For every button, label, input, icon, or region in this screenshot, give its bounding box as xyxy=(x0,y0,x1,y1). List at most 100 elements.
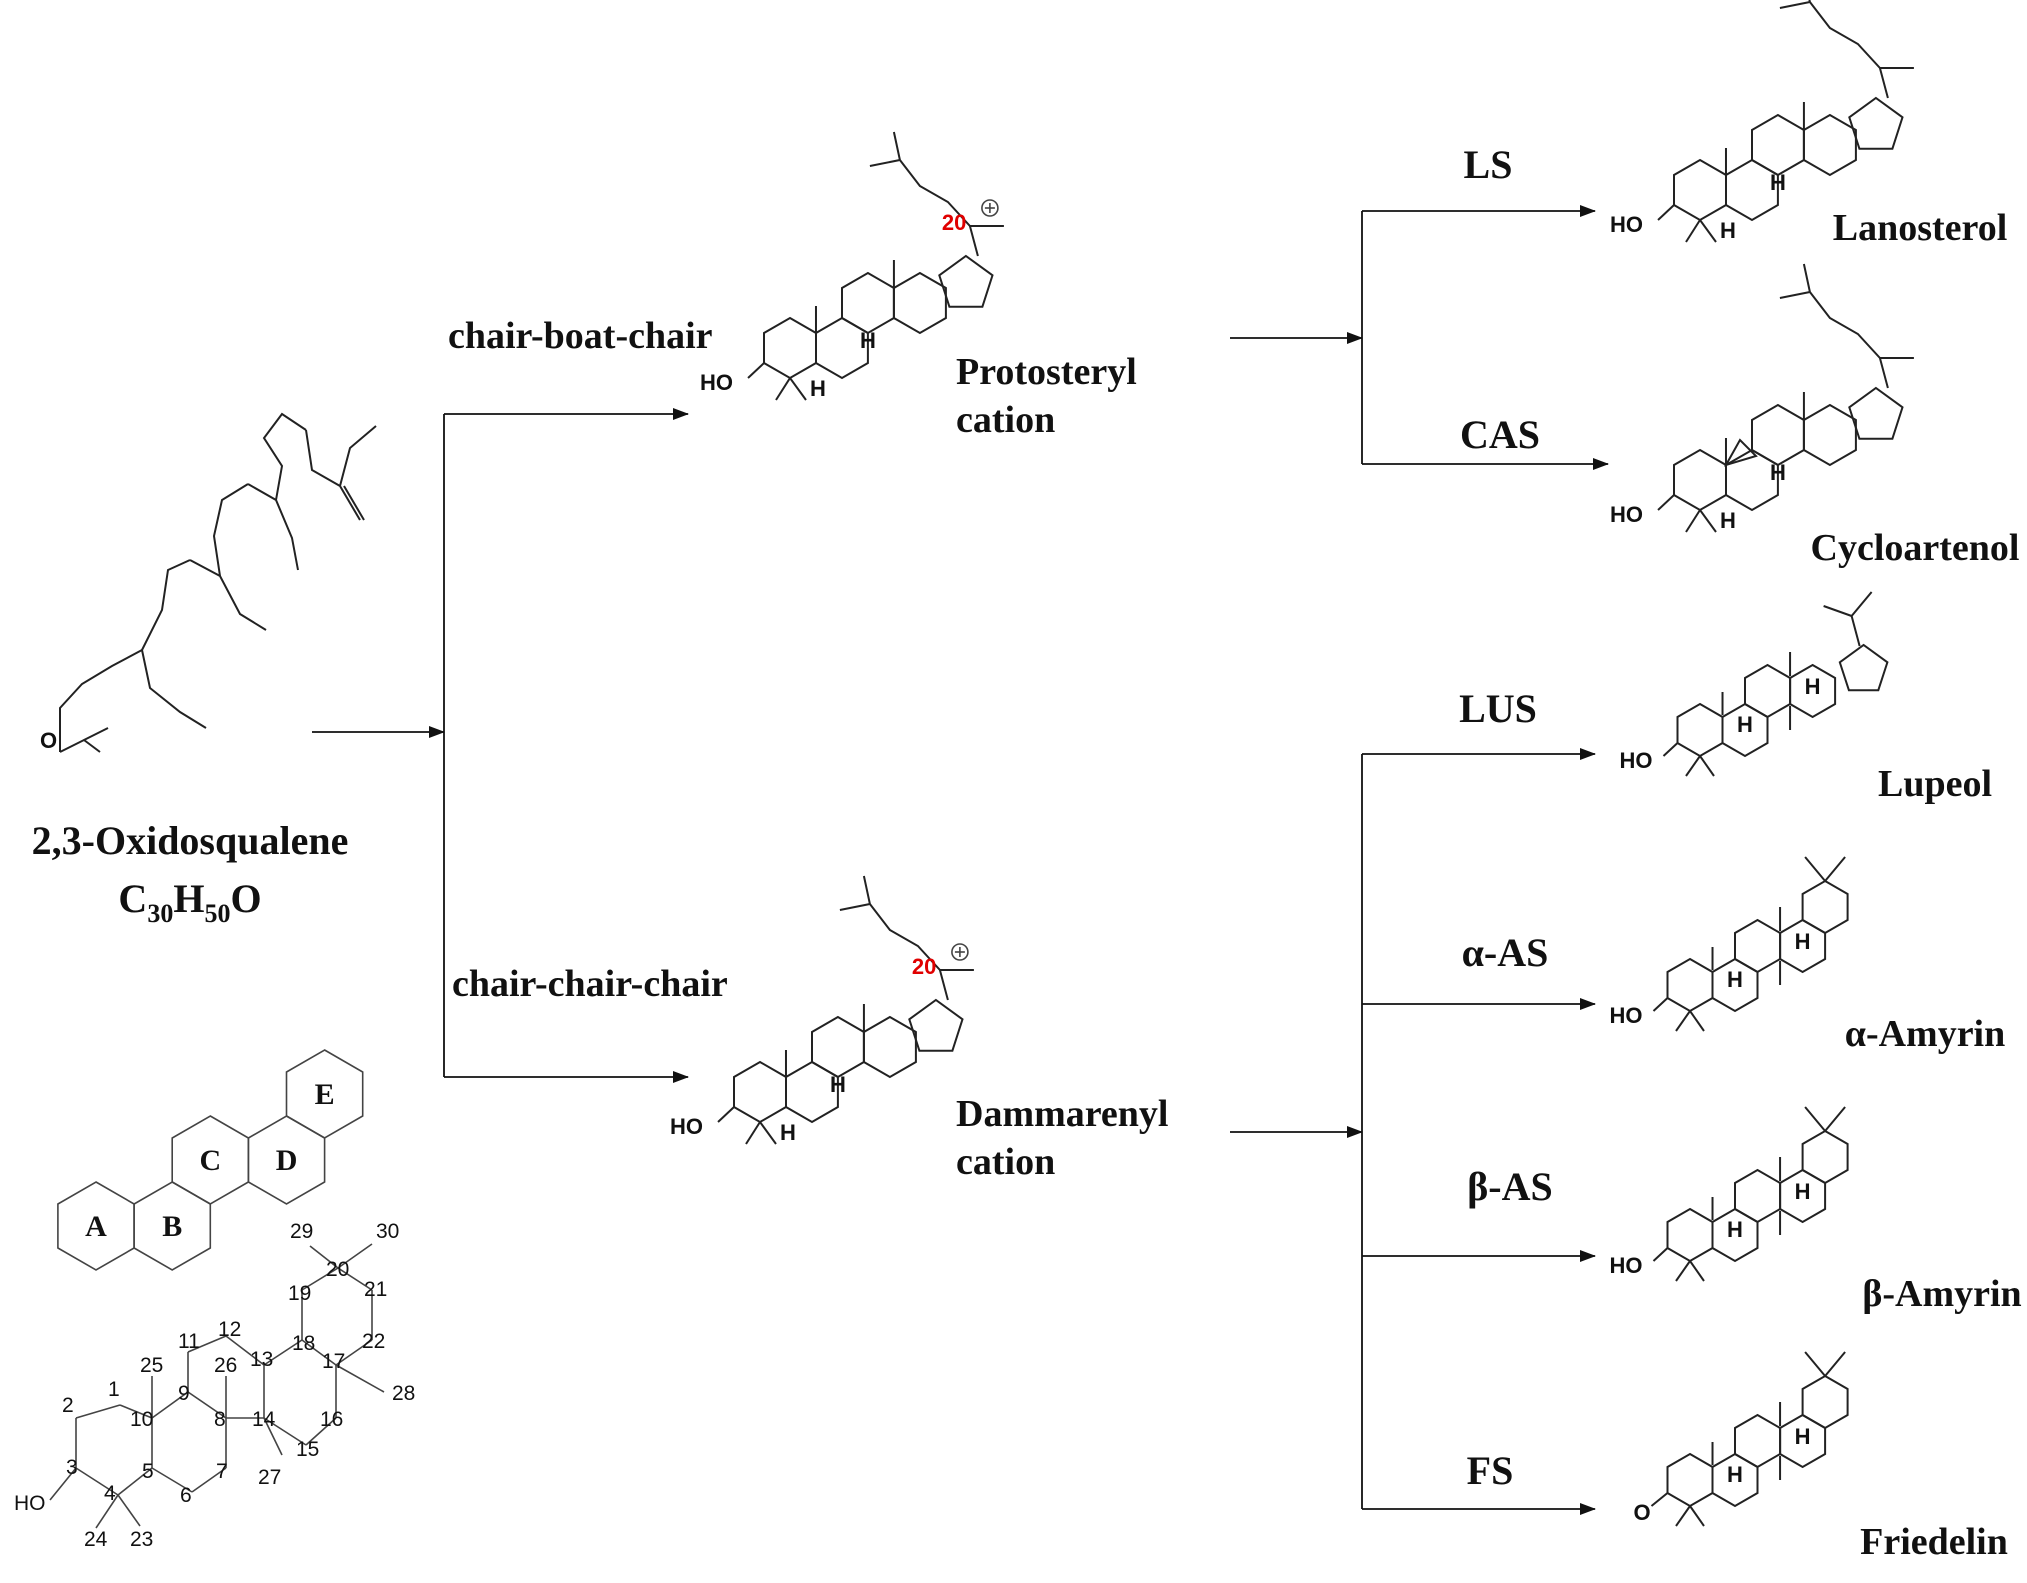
side-chain xyxy=(862,875,871,905)
h-label: H xyxy=(1727,967,1743,992)
ring xyxy=(733,1060,787,1124)
side-chain xyxy=(899,159,979,257)
skeleton-bond xyxy=(119,1404,153,1419)
hydroxyl-label: HO xyxy=(1610,502,1643,527)
ring-label: A xyxy=(85,1210,107,1243)
h-label: H xyxy=(1727,1217,1743,1242)
cation-charge xyxy=(981,199,999,217)
substrate-formula: C30H50O xyxy=(118,876,261,928)
skeleton-bond xyxy=(151,1391,189,1419)
skeleton-number-10: 10 xyxy=(130,1408,153,1431)
h-label: H xyxy=(1720,218,1736,243)
skeleton-substituent xyxy=(49,1467,77,1501)
e-methyl xyxy=(1804,1351,1826,1377)
skeleton-substituent xyxy=(309,1245,339,1269)
gem-methyl xyxy=(1699,219,1717,243)
h-label: H xyxy=(860,328,876,353)
ring xyxy=(1734,1413,1782,1469)
ring xyxy=(1802,113,1857,177)
skeleton-bond xyxy=(187,1335,227,1353)
skeleton-number-21: 21 xyxy=(364,1278,387,1301)
h-label: H xyxy=(830,1072,846,1097)
hydroxyl-bond xyxy=(1657,204,1675,221)
h-label: H xyxy=(780,1120,796,1145)
skeleton-number-18: 18 xyxy=(292,1332,315,1355)
substrate-name: 2,3-Oxidosqualene xyxy=(32,818,349,863)
ring-e xyxy=(1801,1374,1849,1430)
side-chain xyxy=(869,159,901,167)
h-label: H xyxy=(1795,1179,1811,1204)
h-label: H xyxy=(1795,1424,1811,1449)
skeleton-substituent xyxy=(263,1417,283,1456)
skeleton-number-2: 2 xyxy=(62,1394,74,1417)
enzyme-cas: CAS xyxy=(1460,412,1540,457)
hydroxyl-bond xyxy=(717,1106,735,1123)
gem-methyl xyxy=(789,377,807,401)
side-chain xyxy=(869,903,949,1001)
ring-hexagon xyxy=(285,1049,364,1139)
ring xyxy=(862,1015,917,1079)
e-methyl xyxy=(1824,856,1846,882)
ring xyxy=(1751,403,1805,467)
skeleton-number-3: 3 xyxy=(66,1456,78,1479)
skeleton-number-14: 14 xyxy=(252,1408,276,1431)
skeleton-number-23: 23 xyxy=(130,1528,153,1551)
gem-methyl xyxy=(1675,1010,1691,1032)
dammarenyl-label-2: cation xyxy=(956,1141,1055,1183)
ring xyxy=(1802,403,1857,467)
hydroxyl-bond xyxy=(1652,997,1669,1012)
gem-methyl xyxy=(1675,1505,1691,1527)
skeleton-number-26: 26 xyxy=(214,1354,237,1377)
hydroxyl-bond xyxy=(1662,742,1679,757)
isopropenyl xyxy=(1850,591,1873,617)
skeleton-number-16: 16 xyxy=(320,1408,343,1431)
oxidosqualene-chain xyxy=(59,649,143,752)
product-cycloartenol: Cycloartenol xyxy=(1811,527,2020,569)
skeleton-number-5: 5 xyxy=(142,1460,154,1483)
isopropenyl xyxy=(1850,615,1861,647)
skeleton-number-29: 29 xyxy=(290,1220,313,1243)
ring xyxy=(1734,918,1782,974)
ring-d xyxy=(1848,386,1904,440)
side-chain xyxy=(1809,291,1889,389)
skeleton-number-15: 15 xyxy=(296,1438,319,1461)
hydroxyl-label: HO xyxy=(670,1114,703,1139)
c20-label: 20 xyxy=(942,210,966,235)
ring-label: E xyxy=(315,1078,335,1111)
skeleton-number-8: 8 xyxy=(214,1408,226,1431)
ring xyxy=(811,1015,865,1079)
skeleton-number-19: 19 xyxy=(288,1282,311,1305)
ring-d xyxy=(938,254,994,308)
pathway-chair-chair-chair: chair-chair-chair xyxy=(452,963,728,1005)
hydroxyl-label: HO xyxy=(700,370,733,395)
c20-label: 20 xyxy=(912,954,936,979)
hydroxyl-label: HO xyxy=(1609,1003,1642,1028)
side-chain xyxy=(892,131,901,161)
gem-methyl xyxy=(1685,219,1701,243)
skeleton-bond xyxy=(225,1335,265,1366)
e-methyl xyxy=(1824,1106,1846,1132)
skeleton-bond xyxy=(263,1417,307,1446)
keto-bond xyxy=(1650,1492,1669,1507)
skeleton-number-22: 22 xyxy=(362,1330,385,1353)
skeleton-bond xyxy=(191,1467,227,1493)
skeleton-number-30: 30 xyxy=(376,1220,399,1243)
enzyme-aas: α-AS xyxy=(1462,930,1549,975)
hydroxyl-bond xyxy=(1657,494,1675,511)
skeleton-bond xyxy=(75,1404,121,1419)
ring xyxy=(1789,663,1837,719)
h-label: H xyxy=(1770,460,1786,485)
product-lupeol: Lupeol xyxy=(1878,763,1992,805)
ring xyxy=(1666,1207,1714,1263)
arrows xyxy=(312,205,1609,1515)
skeleton-number-27: 27 xyxy=(258,1466,281,1489)
side-chain xyxy=(839,903,871,911)
skeleton-number-28: 28 xyxy=(392,1382,415,1405)
